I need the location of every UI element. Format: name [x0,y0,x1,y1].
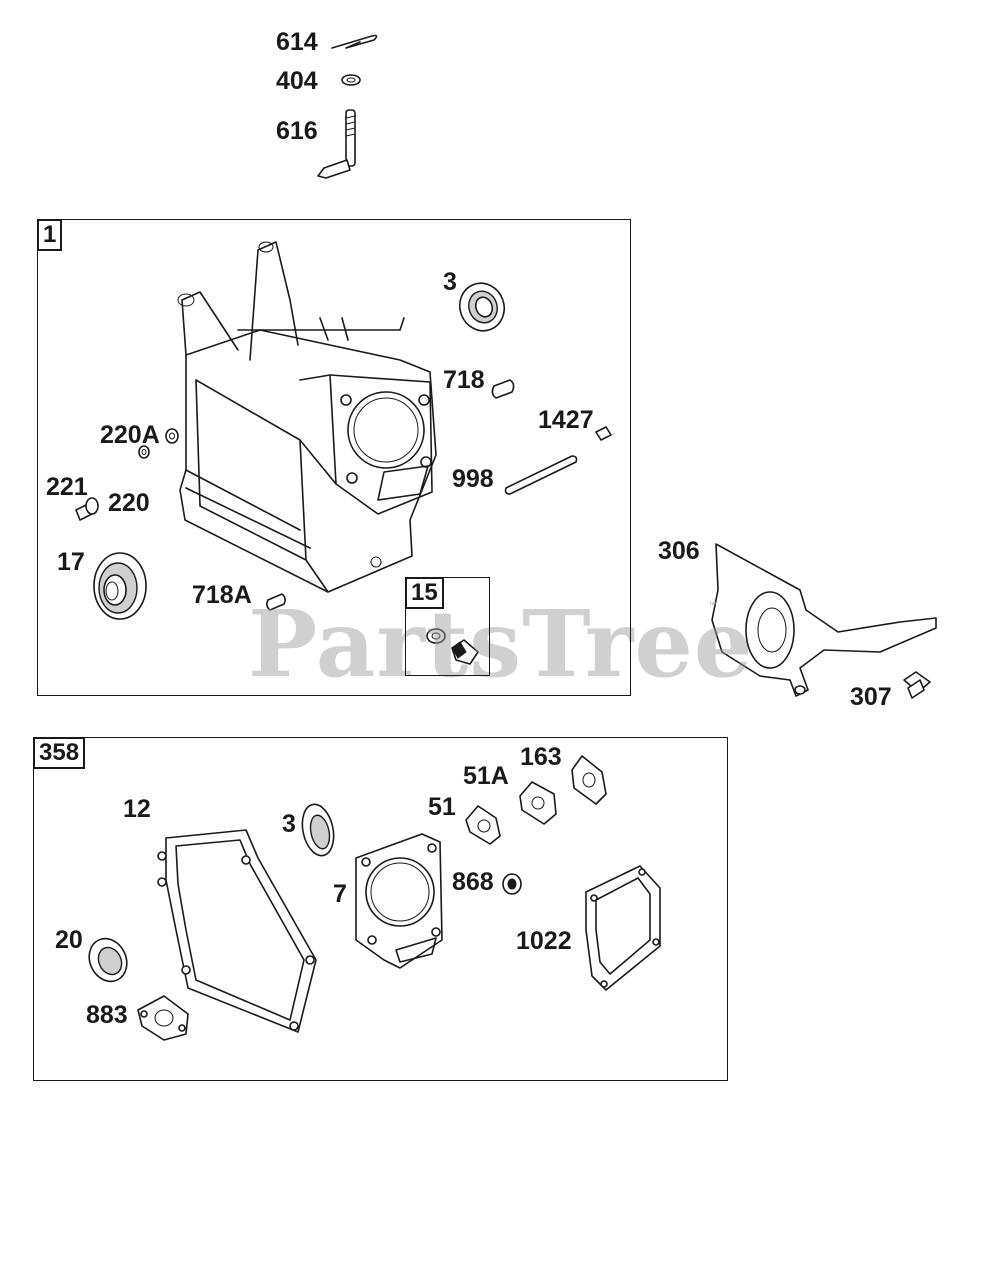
callout-51[interactable]: 51 [428,793,456,821]
part-614-hairpin-clip[interactable] [331,34,378,49]
part-1-cylinder-block[interactable] [177,241,437,593]
part-163-gasket[interactable] [571,755,607,805]
part-307-screw[interactable] [903,671,931,699]
group-358-frame [33,737,728,1081]
callout-307[interactable]: 307 [850,683,892,711]
part-1427-bushing[interactable] [595,426,612,441]
watermark-trademark: ™ [708,600,717,610]
callout-3-top[interactable]: 3 [443,268,457,296]
callout-998[interactable]: 998 [452,465,494,493]
callout-163[interactable]: 163 [520,743,562,771]
callout-616[interactable]: 616 [276,117,318,145]
callout-221[interactable]: 221 [46,473,88,501]
callout-1022[interactable]: 1022 [516,927,572,955]
part-15-oil-drain-plug[interactable] [426,628,479,665]
part-220A-washer[interactable] [165,428,179,444]
part-616-governor-shaft[interactable] [317,109,356,179]
part-12-crankcase-gasket[interactable] [157,829,317,1033]
callout-220A[interactable]: 220A [100,421,160,449]
group-358-tag[interactable]: 358 [33,737,86,769]
callout-404[interactable]: 404 [276,67,318,95]
part-306-blower-guard[interactable] [711,543,937,697]
callout-3-bottom[interactable]: 3 [282,810,296,838]
group-1-frame [37,219,631,696]
part-883-gasket[interactable] [137,995,189,1041]
callout-718A[interactable]: 718A [192,581,252,609]
part-51A-gasket[interactable] [519,781,557,825]
part-7-head-gasket[interactable] [355,833,443,969]
callout-51A[interactable]: 51A [463,762,509,790]
callout-17[interactable]: 17 [57,548,85,576]
part-51-gasket[interactable] [465,805,501,845]
part-221-pin[interactable] [75,497,99,521]
callout-20[interactable]: 20 [55,926,83,954]
part-3-oil-seal-top[interactable] [453,277,511,337]
callout-868[interactable]: 868 [452,868,494,896]
callout-883[interactable]: 883 [86,1001,128,1029]
callout-306[interactable]: 306 [658,537,700,565]
callout-7[interactable]: 7 [333,880,347,908]
group-15-tag[interactable]: 15 [405,577,444,609]
callout-1427[interactable]: 1427 [538,406,594,434]
part-17-ball-bearing[interactable] [93,552,147,620]
part-220-washer[interactable] [138,445,150,459]
part-718-dowel-pin[interactable] [491,379,515,399]
part-998-rod[interactable] [504,455,578,495]
part-404-washer[interactable] [341,74,361,86]
part-718A-dowel-pin[interactable] [266,593,286,611]
part-3-oil-seal-bottom[interactable] [298,801,338,858]
part-1022-valve-cover-gasket[interactable] [585,865,661,991]
group-15-frame [405,577,490,676]
callout-12[interactable]: 12 [123,795,151,823]
callout-614[interactable]: 614 [276,28,318,56]
callout-718[interactable]: 718 [443,366,485,394]
part-20-seal[interactable] [82,932,133,987]
group-1-tag[interactable]: 1 [37,219,63,251]
callout-220[interactable]: 220 [108,489,150,517]
part-868-nut[interactable] [502,873,522,895]
